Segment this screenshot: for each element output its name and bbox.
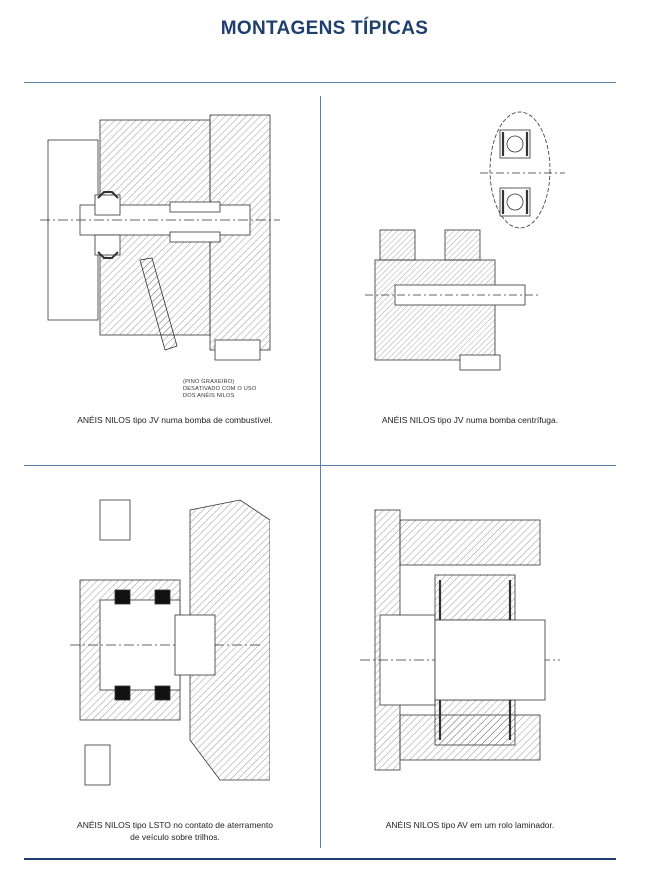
fuel-pump-drawing (40, 110, 280, 370)
caption-rolling-mill: ANÉIS NILOS tipo AV em um rolo laminador… (385, 820, 555, 830)
centrifugal-pump-drawing (365, 110, 565, 380)
caption-rail-grounding: ANÉIS NILOS tipo LSTO no contato de ater… (40, 819, 310, 843)
caption-centrifugal-pump: ANÉIS NILOS tipo JV numa bomba centrífug… (381, 415, 559, 425)
page-title: MONTAGENS TÍPICAS (220, 18, 429, 39)
caption-line: ANÉIS NILOS tipo LSTO no contato de ater… (77, 820, 273, 830)
caption-fuel-pump: ANÉIS NILOS tipo JV numa bomba de combus… (77, 415, 273, 425)
rolling-mill-drawing (360, 505, 560, 775)
top-divider (24, 82, 616, 83)
rail-grounding-drawing (60, 490, 270, 800)
caption-line: de veículo sobre trilhos. (130, 832, 220, 842)
horizontal-divider (24, 465, 616, 466)
vertical-divider (320, 96, 321, 848)
grease-pin-note: (PINO GRAXEIRO) DESATIVADO COM O USO DOS… (183, 379, 256, 400)
note-line: (PINO GRAXEIRO) (183, 379, 235, 385)
bottom-divider (24, 858, 616, 860)
note-line: DESATIVADO COM O USO (183, 386, 257, 392)
note-line: DOS ANÉIS NILOS (183, 393, 235, 399)
